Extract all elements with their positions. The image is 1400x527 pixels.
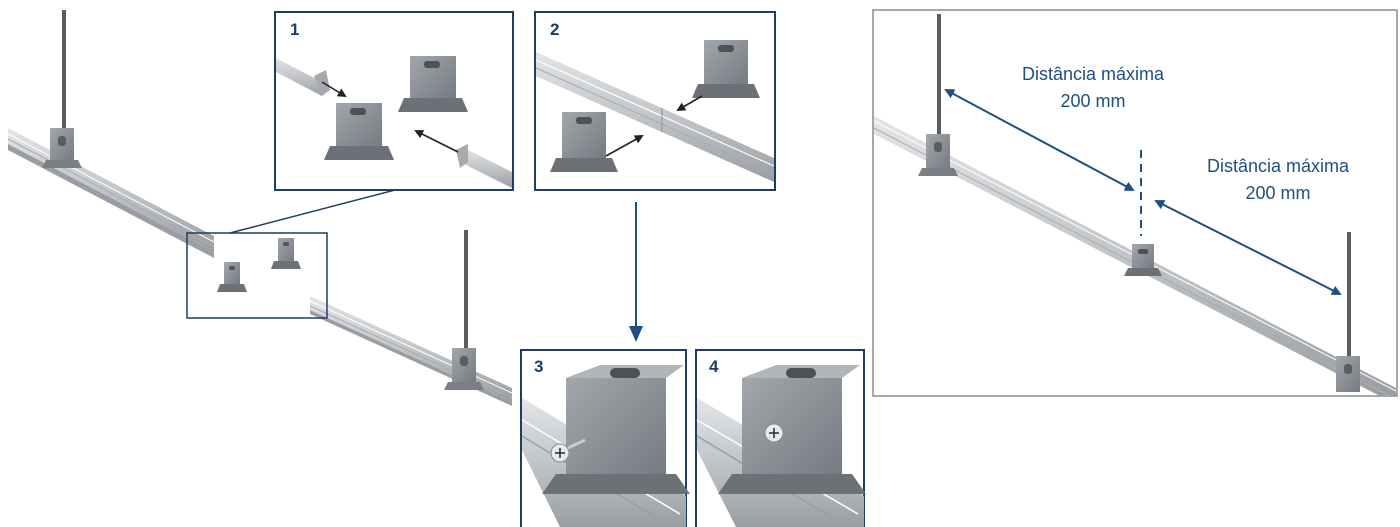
dimension-left-label-line1: Distância máxima: [1022, 64, 1165, 84]
panel-step-4: 4: [695, 349, 866, 527]
dimension-left-label-line2: 200 mm: [1060, 91, 1125, 111]
step-3-number: 3: [534, 357, 543, 376]
joint-bracket-small-2: [271, 238, 301, 269]
rail-hanger-right: [444, 348, 484, 390]
dimension-right-label-line1: Distância máxima: [1207, 156, 1350, 176]
panel-3-screw-icon: [550, 438, 586, 463]
dimension-hanger-right: [1336, 356, 1360, 392]
step-1-number: 1: [290, 20, 299, 39]
dimension-right-label-line2: 200 mm: [1245, 183, 1310, 203]
dimension-arrow-left: [944, 89, 1135, 191]
step-2-number: 2: [550, 20, 559, 39]
panel-2-arrow-b: [676, 95, 703, 112]
rail-left-segment: [7, 128, 215, 258]
panel-1-bracket-front: [324, 103, 394, 160]
dimension-middle-bracket: [1124, 244, 1162, 276]
panel-step-1: 1: [274, 11, 514, 191]
panel-4-screw-icon: [764, 423, 784, 443]
panel-2-rail: [535, 52, 775, 182]
hanging-rod-right: [464, 230, 468, 360]
panel-step-2: 2: [534, 11, 776, 191]
panel-1-bracket-back: [398, 56, 468, 112]
dimension-rod-right: [1347, 232, 1351, 372]
overview-assembly: [7, 10, 513, 406]
rail-hanger-left: [42, 128, 82, 168]
panel-3-bracket: [542, 365, 690, 494]
panel-1-arrow-b: [414, 130, 459, 153]
panel-2-arrow-a: [605, 135, 644, 157]
hanging-rod-left: [62, 10, 66, 140]
panel-step-3: 3: [520, 349, 690, 527]
panel-1-rail-piece-upper: [276, 58, 330, 96]
panel-2-bracket-right: [692, 40, 760, 98]
dimension-panel: Distância máxima 200 mm Distância máxima…: [872, 9, 1398, 397]
panel-1-rail-piece-lower: [456, 144, 512, 188]
detail-leader-line: [229, 189, 396, 234]
dimension-arrow-right: [1154, 200, 1342, 295]
panel-2-bracket-left: [550, 112, 618, 172]
joint-detail-box: [186, 232, 328, 319]
dimension-rod-left: [937, 14, 941, 144]
panel-4-bracket: [718, 365, 866, 494]
step-4-number: 4: [709, 357, 719, 376]
panel-1-arrow-a: [321, 81, 347, 98]
joint-bracket-small-1: [217, 262, 247, 292]
